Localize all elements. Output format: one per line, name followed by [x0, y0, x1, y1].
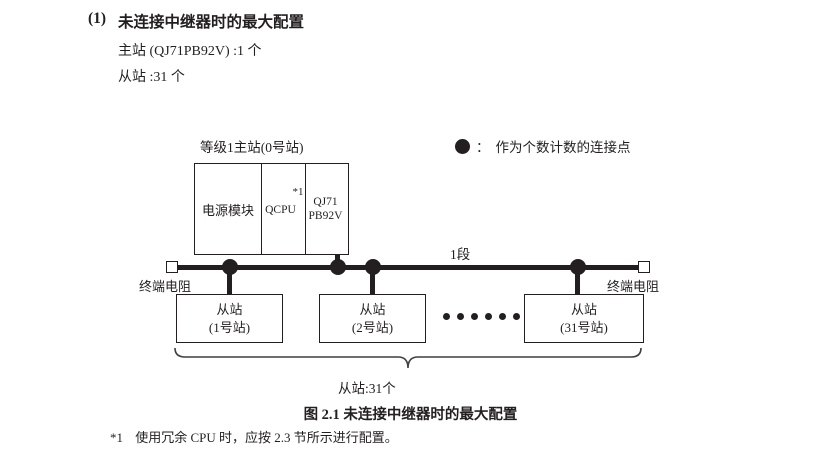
drop-line-slave-2 — [370, 268, 375, 295]
ellipsis-dot — [471, 313, 478, 320]
terminating-resistor-left-icon — [166, 261, 178, 273]
terminating-resistor-right-label: 终端电阻 — [607, 279, 660, 294]
filled-circle-icon — [455, 138, 470, 154]
module-qj71pb92v-line1: QJ71 — [313, 195, 338, 208]
slave-station-31-number: (31号站) — [560, 319, 608, 335]
bus-segment-label: 1段 — [450, 247, 471, 262]
figure-caption: 图 2.1 未连接中继器时的最大配置 — [303, 407, 518, 423]
slave-station-box-31: 从站 (31号站) — [524, 294, 644, 343]
footnote: *1 使用冗余 CPU 时，应按 2.3 节所示进行配置。 — [110, 427, 398, 446]
terminating-resistor-left-label: 终端电阻 — [139, 279, 192, 294]
bus-line — [172, 265, 640, 270]
legend-separator: ： — [476, 140, 490, 155]
slave-span-label: 从站:31个 — [338, 381, 396, 396]
drop-line-slave-1 — [227, 268, 232, 295]
ellipsis-dot — [443, 313, 450, 320]
module-power-supply: 电源模块 — [195, 164, 263, 254]
spec-master-count: 主站 (QJ71PB92V) :1 个 — [118, 44, 262, 59]
connection-dot-slave-31 — [570, 259, 586, 275]
slave-span-brace — [173, 347, 643, 378]
legend-label: 作为个数计数的连接点 — [495, 140, 631, 155]
heading-number: (1) — [88, 10, 107, 27]
module-qj71pb92v-line2: PB92V — [308, 210, 343, 222]
drop-line-slave-31 — [575, 268, 580, 295]
terminating-resistor-right-icon — [638, 261, 650, 273]
master-station-caption: 等级1主站(0号站) — [200, 140, 304, 155]
module-qcpu-label: QCPU — [265, 204, 296, 216]
slave-station-1-number: (1号站) — [208, 319, 251, 335]
spec-slave-count: 从站 :31 个 — [118, 70, 185, 85]
footnote-reference-mark: *1 — [292, 186, 304, 198]
slave-station-box-1: 从站 (1号站) — [176, 294, 283, 343]
slave-station-box-2: 从站 (2号站) — [319, 294, 426, 343]
module-qj71pb92v: QJ71 PB92V — [306, 164, 348, 254]
slave-station-1-name: 从站 — [216, 301, 243, 317]
slave-station-2-number: (2号站) — [351, 319, 394, 335]
slave-station-31-name: 从站 — [570, 301, 597, 317]
module-power-supply-label: 电源模块 — [202, 202, 255, 218]
module-qj71pb92v-label: QJ71 PB92V — [309, 195, 343, 224]
footnote-text: 使用冗余 CPU 时，应按 2.3 节所示进行配置。 — [135, 430, 398, 445]
module-qcpu: QCPU *1 — [262, 164, 306, 254]
ellipsis-dot — [485, 313, 492, 320]
slave-station-2-name: 从站 — [359, 301, 386, 317]
connection-dot-slave-1 — [222, 259, 238, 275]
footnote-mark: *1 — [110, 430, 123, 445]
brace-icon — [174, 347, 642, 369]
ellipsis-dot — [513, 313, 520, 320]
page-title: 未连接中继器时的最大配置 — [118, 14, 305, 31]
ellipsis-dot — [457, 313, 464, 320]
ellipsis-dot — [499, 313, 506, 320]
ellipsis-dots-icon — [443, 313, 520, 320]
connection-dot-master — [330, 259, 346, 275]
connection-dot-slave-2 — [365, 259, 381, 275]
master-station-box: 电源模块 QCPU *1 QJ71 PB92V — [194, 163, 349, 255]
legend: ： 作为个数计数的连接点 — [455, 136, 631, 156]
